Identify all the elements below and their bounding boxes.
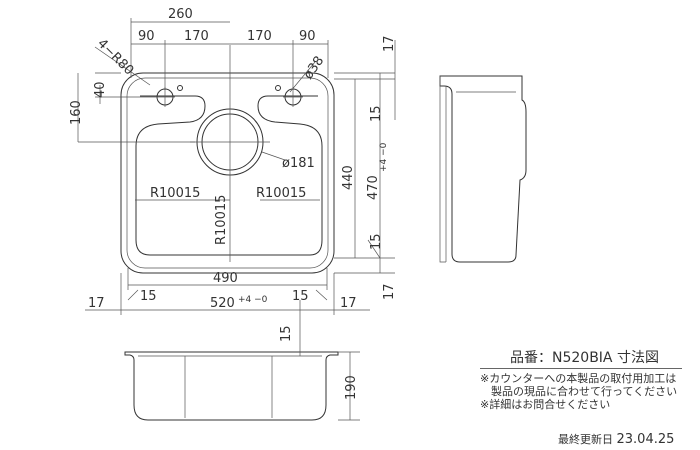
front-view — [124, 300, 360, 421]
dim-15-right: 15 — [292, 289, 309, 304]
dim-440: 440 — [341, 165, 356, 190]
dim-15-left: 15 — [140, 289, 157, 304]
dim-15-bottom: 15 — [369, 233, 384, 250]
dim-90-left: 90 — [138, 29, 155, 44]
dim-470: 470 — [366, 175, 381, 200]
dim-90-right: 90 — [299, 29, 316, 44]
updated-label: 最終更新日 — [558, 433, 613, 446]
note-line-2: 製品の現品に合わせて行ってください — [480, 385, 678, 398]
dim-15-front: 15 — [279, 325, 294, 342]
dim-170-right: 170 — [247, 29, 272, 44]
top-view — [77, 18, 396, 315]
dim-160: 160 — [69, 100, 84, 125]
note-line-1: ※カウンターへの本製品の取付用加工は — [480, 372, 677, 385]
dim-17-right: 17 — [382, 283, 397, 300]
dim-r10015-vertical: R10015 — [214, 195, 229, 245]
dim-r80: 4−R80 — [94, 36, 136, 78]
dim-drain-181: ø181 — [282, 156, 315, 171]
dim-470-tolerance: +4 −0 — [379, 142, 389, 172]
dim-190: 190 — [344, 375, 359, 400]
dim-260: 260 — [168, 7, 193, 22]
dim-r10015-left: R10015 — [150, 186, 200, 201]
dim-17-far-right: 17 — [340, 296, 357, 311]
side-view — [439, 75, 527, 263]
dim-490: 490 — [213, 271, 238, 286]
updated-date: 23.04.25 — [616, 432, 675, 447]
dim-520-tolerance: +4 −0 — [238, 295, 268, 305]
dim-170-left: 170 — [184, 29, 209, 44]
dim-r10015-right: R10015 — [256, 186, 306, 201]
note-line-3: ※詳細はお問合せください — [480, 398, 611, 411]
dimension-labels: 260 90 170 170 90 4−R80 ø38 40 160 ø181 … — [69, 7, 397, 400]
dim-17-left: 17 — [88, 296, 105, 311]
dim-17-top: 17 — [382, 35, 397, 52]
dim-40: 40 — [93, 81, 108, 98]
drawing-title: 品番：N520BIA 寸法図 — [510, 350, 659, 366]
dim-520: 520 — [210, 296, 235, 311]
title-underline — [480, 368, 682, 369]
dim-15-top: 15 — [369, 105, 384, 122]
last-updated: 最終更新日 23.04.25 — [558, 431, 674, 447]
